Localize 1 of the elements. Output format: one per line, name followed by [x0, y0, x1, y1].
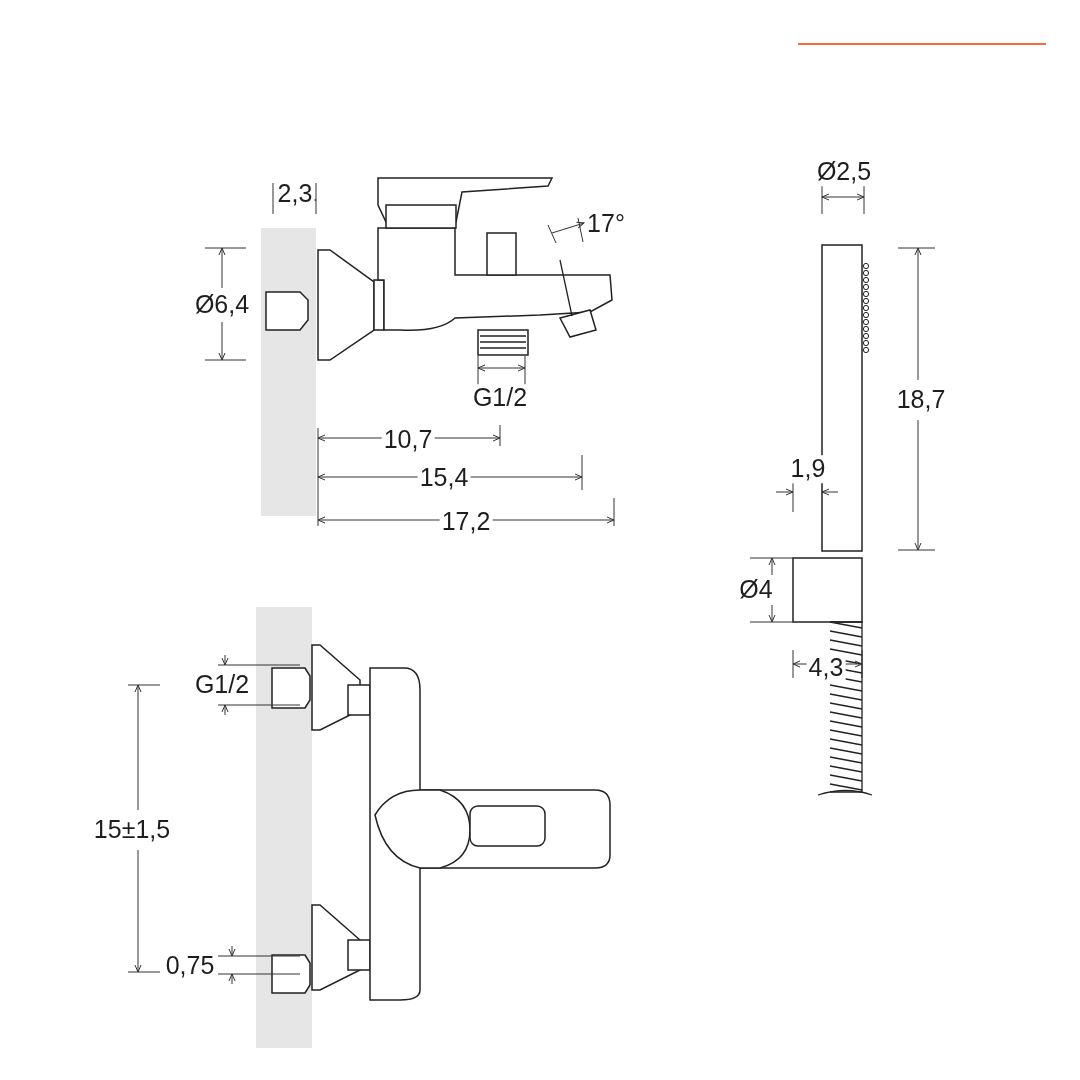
dimension-label: 4,3 — [806, 654, 846, 682]
